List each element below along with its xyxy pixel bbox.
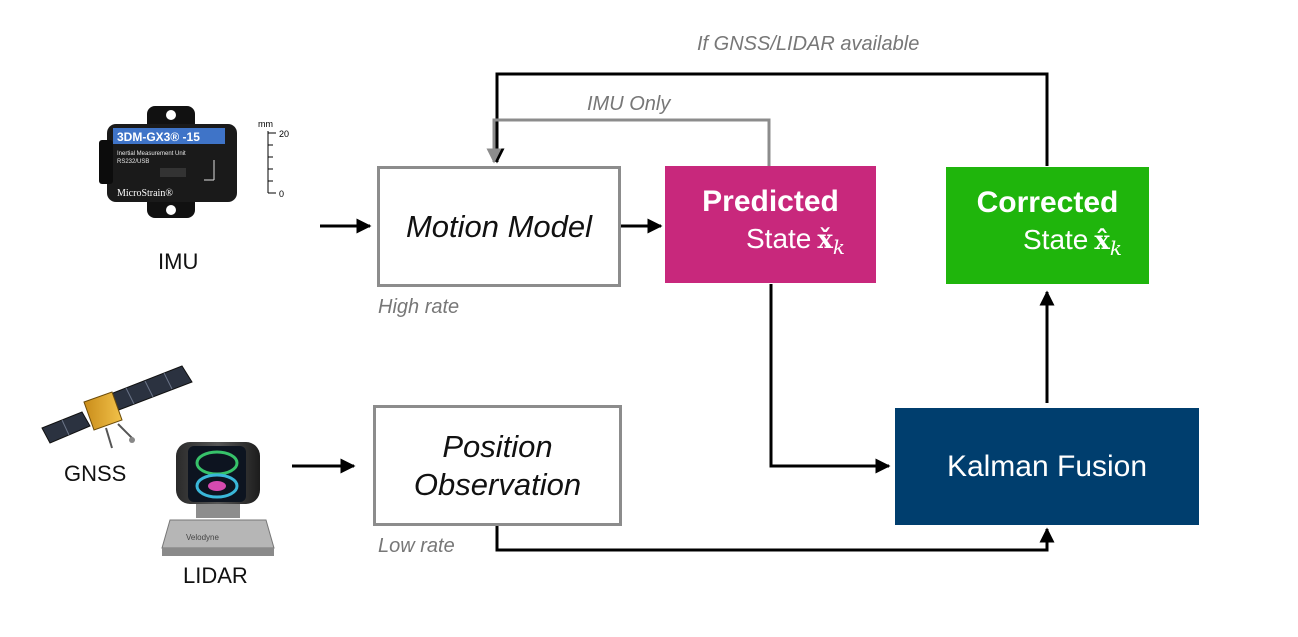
low-rate-note: Low rate [378,535,455,557]
position-observation-box: Position Observation [373,405,622,526]
arrow-imu-only-feedback [486,118,771,166]
motion-model-label: Motion Model [405,208,593,244]
corrected-state-label: State [1022,223,1089,255]
svg-text:Velodyne: Velodyne [186,533,219,542]
imu-device-icon: 3DM-GX3® -15 Inertial Measurement Unit R… [99,106,237,218]
ruler-icon: mm 20 0 [258,119,289,199]
imu-brand: MicroStrain® [117,188,173,199]
imu-device-text: 3DM-GX3® -15 [117,130,200,144]
imu-only-note: IMU Only [587,93,671,115]
arrow-position-to-kalman [495,525,1055,552]
predicted-state-symbol: x̌ [817,224,833,255]
arrow-predicted-to-kalman [769,284,891,474]
position-observation-line1: Position [442,428,553,464]
position-observation-line2: Observation [413,466,582,502]
imu-device-line2: Inertial Measurement Unit [117,151,186,157]
ruler-min: 0 [279,189,284,199]
motion-model-box: Motion Model [377,166,621,287]
predicted-title: Predicted [702,184,839,218]
predicted-state-label: State [745,222,812,254]
satellite-icon [41,365,193,449]
high-rate-note: High rate [378,296,460,318]
kalman-fusion-box: Kalman Fusion [895,408,1199,525]
lidar-sensor-icon: Velodyne [161,442,275,556]
gnss-label: GNSS [64,461,127,486]
imu-label: IMU [158,249,199,274]
lidar-label: LIDAR [183,563,248,588]
predicted-state-subscript: k [832,234,846,259]
corrected-state-symbol: x̂ [1094,225,1110,256]
corrected-title: Corrected [976,185,1119,219]
if-available-note: If GNSS/LIDAR available [697,33,920,55]
ruler-unit: mm [258,119,273,129]
corrected-state-subscript: k [1109,235,1123,260]
imu-device-line3: RS232/USB [117,159,149,165]
arrow-corrected-feedback [489,72,1049,166]
ruler-max: 20 [279,129,289,139]
kalman-fusion-label: Kalman Fusion [946,449,1148,483]
